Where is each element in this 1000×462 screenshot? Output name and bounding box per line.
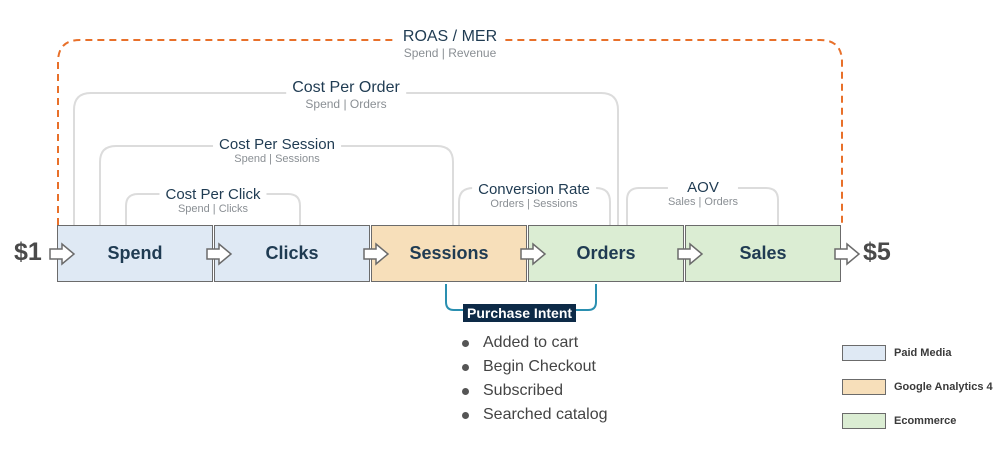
intent-item-label: Searched catalog xyxy=(483,406,608,423)
metric-cost-per-click-formula: Spend | Clicks xyxy=(177,203,249,215)
start-value: $1 xyxy=(14,238,42,266)
metric-cost-per-order-formula: Spend | Orders xyxy=(305,97,387,111)
stage-sessions: Sessions xyxy=(371,225,527,282)
end-value: $5 xyxy=(863,238,891,266)
legend-ecommerce: Ecommerce xyxy=(842,413,956,429)
bullet-icon xyxy=(462,387,469,395)
legend-label: Google Analytics 4 xyxy=(894,381,993,393)
legend-swatch xyxy=(842,379,886,395)
metric-aov-name: AOV xyxy=(667,179,739,196)
legend-label: Paid Media xyxy=(894,347,952,359)
metric-conversion-rate: Conversion Rate Orders | Sessions xyxy=(472,181,596,210)
metric-aov-formula: Sales | Orders xyxy=(667,196,739,208)
metric-cost-per-session-formula: Spend | Sessions xyxy=(234,153,320,165)
stage-orders: Orders xyxy=(528,225,684,282)
legend-paid-media: Paid Media xyxy=(842,345,951,361)
intent-item-label: Begin Checkout xyxy=(483,358,596,375)
list-item: Searched catalog xyxy=(458,403,608,427)
legend-swatch xyxy=(842,345,886,361)
metric-cost-per-order: Cost Per Order Spend | Orders xyxy=(286,79,406,111)
bullet-icon xyxy=(462,411,469,419)
metric-cost-per-session: Cost Per Session Spend | Sessions xyxy=(213,136,341,165)
legend-label: Ecommerce xyxy=(894,415,957,427)
stage-sales: Sales xyxy=(685,225,841,282)
legend-google-analytics: Google Analytics 4 xyxy=(842,379,993,395)
metric-roas-formula: Spend | Revenue xyxy=(403,46,497,60)
purchase-intent-title: Purchase Intent xyxy=(463,304,577,322)
metric-roas-name: ROAS / MER xyxy=(396,28,504,46)
metric-roas: ROAS / MER Spend | Revenue xyxy=(396,28,504,60)
list-item: Begin Checkout xyxy=(458,355,608,379)
intent-item-label: Added to cart xyxy=(483,334,579,351)
metric-cost-per-click: Cost Per Click Spend | Clicks xyxy=(159,186,267,215)
bullet-icon xyxy=(462,339,469,347)
list-item: Subscribed xyxy=(458,379,608,403)
intent-item-label: Subscribed xyxy=(483,382,564,399)
metric-conversion-rate-formula: Orders | Sessions xyxy=(490,198,578,210)
stage-spend: Spend xyxy=(57,225,213,282)
stage-clicks: Clicks xyxy=(214,225,370,282)
metric-conversion-rate-name: Conversion Rate xyxy=(472,181,596,198)
metric-cost-per-click-name: Cost Per Click xyxy=(159,186,267,203)
legend-swatch xyxy=(842,413,886,429)
metric-cost-per-session-name: Cost Per Session xyxy=(213,136,341,153)
metric-cost-per-order-name: Cost Per Order xyxy=(286,79,406,97)
purchase-intent-list: Added to cart Begin Checkout Subscribed … xyxy=(458,331,608,427)
list-item: Added to cart xyxy=(458,331,608,355)
bullet-icon xyxy=(462,363,469,371)
metric-aov: AOV Sales | Orders xyxy=(667,179,739,208)
